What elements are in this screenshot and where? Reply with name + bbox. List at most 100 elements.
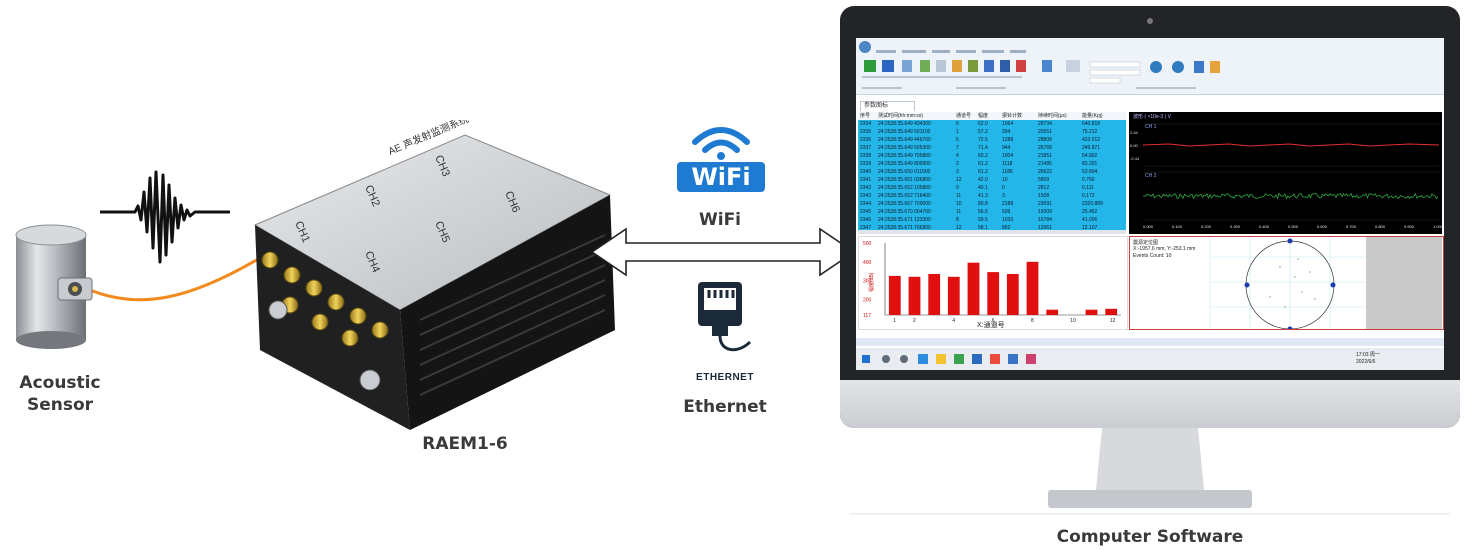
bar-chart-xlabel: X:通道号 — [977, 322, 1005, 329]
table-cell-index: 2346 — [860, 217, 872, 223]
table-cell-counts: 1064 — [1002, 121, 1014, 127]
th-amplitude: 幅度 — [978, 113, 989, 119]
table-cell-amplitude: 61.2 — [978, 169, 988, 175]
bar-xtick: 1 — [893, 318, 896, 324]
wifi-logo-text: WiFi — [691, 163, 751, 191]
bar-channel-8 — [1026, 261, 1039, 315]
table-cell-channel: 9 — [956, 185, 959, 191]
table-cell-index: 2339 — [860, 161, 872, 167]
table-cell-index: 2342 — [860, 185, 872, 191]
tab-params[interactable]: 参数图标 — [860, 101, 915, 111]
raem-device-image: AE 声发射监测系统 CH1 CH2 CH3 CH4 CH5 CH6 — [253, 120, 615, 430]
bar-channel-1 — [888, 275, 901, 315]
bar-ytick: 200 — [863, 297, 872, 303]
th-time: 测试时间(hh:mm:ss) — [878, 113, 924, 119]
wave-xtick: 1.000 — [1433, 224, 1444, 229]
table-cell-channel: 1 — [956, 129, 959, 135]
wave-ytick-3: -2.44 — [1130, 156, 1140, 161]
taskbar-time[interactable]: 17:03 周一 — [1356, 352, 1380, 358]
double-arrow — [590, 227, 856, 277]
table-cell-index: 2337 — [860, 145, 872, 151]
table-cell-counts: 509 — [1002, 209, 1011, 215]
bar-channel-2 — [908, 276, 921, 315]
table-cell-amplitude: 72.5 — [978, 137, 988, 143]
device-caption: RAEM1-6 — [422, 434, 508, 454]
table-cell-amplitude: 60.2 — [978, 153, 988, 159]
table-cell-amplitude: 41.3 — [978, 193, 988, 199]
table-cell-time: 24:2528:35.652 105800 — [878, 185, 931, 191]
table-header: 序号 测试时间(hh:mm:ss) 通道号 幅度 振铃计数 持续时间(μs) 能… — [858, 112, 1126, 120]
table-cell-counts: 10 — [1002, 177, 1008, 183]
table-scrollbar[interactable] — [858, 230, 1126, 234]
bar-xtick: 12 — [1110, 318, 1116, 324]
table-cell-duration: 2812 — [1038, 185, 1050, 191]
table-cell-channel: 12 — [956, 225, 962, 231]
table-cell-energy: 0.760 — [1082, 177, 1095, 183]
bar-channel-9 — [1046, 309, 1059, 315]
wave-xtick: 0.000 — [1143, 224, 1154, 229]
bar-xtick: 8 — [1031, 318, 1034, 324]
table-cell-duration: 12961 — [1038, 225, 1052, 231]
taskbar-date[interactable]: 2022/6/6 — [1356, 359, 1376, 365]
taskbar: 17:03 周一 2022/6/6 — [856, 348, 1444, 370]
wifi-logo: WiFi — [677, 118, 765, 192]
table-cell-index: 2340 — [860, 169, 872, 175]
wave-xtick: 0.300 — [1230, 224, 1241, 229]
table-cell-time: 24:2528:35.649 705800 — [878, 153, 931, 159]
table-cell-index: 2336 — [860, 137, 872, 143]
table-cell-duration: 20551 — [1038, 129, 1052, 135]
waveform-title: 波形 ( ×10e-3 ) V — [1133, 114, 1171, 120]
bar-channel-11 — [1085, 309, 1098, 315]
waveform-panel: 波形 ( ×10e-3 ) V CH 1 CH 2 2.44 0.00 -2.4… — [1129, 112, 1444, 234]
table-cell-time: 24:2528:35.649 809900 — [878, 161, 931, 167]
monitor-stand — [850, 428, 1450, 515]
bar-chart-ylabel: 幅度(dB) — [868, 272, 875, 292]
table-cell-time: 24:2528:35.670 004700 — [878, 209, 931, 215]
table-cell-energy: 0.172 — [1082, 193, 1095, 199]
table-cell-time: 24:2528:35.649 446700 — [878, 137, 931, 143]
table-cell-duration: 21851 — [1038, 153, 1052, 159]
th-counts: 振铃计数 — [1002, 113, 1023, 119]
table-cell-amplitude: 56.6 — [978, 209, 988, 215]
table-cell-duration: 1508 — [1038, 193, 1050, 199]
table-cell-energy: 640.818 — [1082, 121, 1101, 127]
th-index: 序号 — [860, 113, 871, 119]
wave-xtick: 0.500 — [1288, 224, 1299, 229]
th-channel: 通道号 — [956, 113, 972, 119]
wave-ytick-1: 2.44 — [1130, 130, 1138, 135]
table-cell-energy: 25.452 — [1082, 209, 1098, 215]
table-cell-channel: 12 — [956, 177, 962, 183]
table-cell-duration: 5809 — [1038, 177, 1050, 183]
waveform-ch1-label: CH 1 — [1145, 124, 1157, 130]
table-cell-duration: 28808 — [1038, 137, 1052, 143]
table-cell-index: 2343 — [860, 193, 872, 199]
table-cell-index: 2338 — [860, 153, 872, 159]
table-cell-counts: 3 — [1002, 193, 1005, 199]
table-cell-time: 24:2528:35.649 434300 — [878, 121, 931, 127]
table-cell-index: 2344 — [860, 201, 872, 207]
table-cell-energy: 423.012 — [1082, 137, 1101, 143]
table-cell-time: 24:2528:35.671 706900 — [878, 225, 931, 231]
table-cell-channel: 2 — [956, 161, 959, 167]
table-cell-channel: 7 — [956, 145, 959, 151]
table-cell-duration: 23091 — [1038, 201, 1052, 207]
table-cell-index: 2335 — [860, 129, 872, 135]
bar-channel-6 — [987, 272, 1000, 315]
bar-ytick: 117 — [863, 313, 871, 319]
